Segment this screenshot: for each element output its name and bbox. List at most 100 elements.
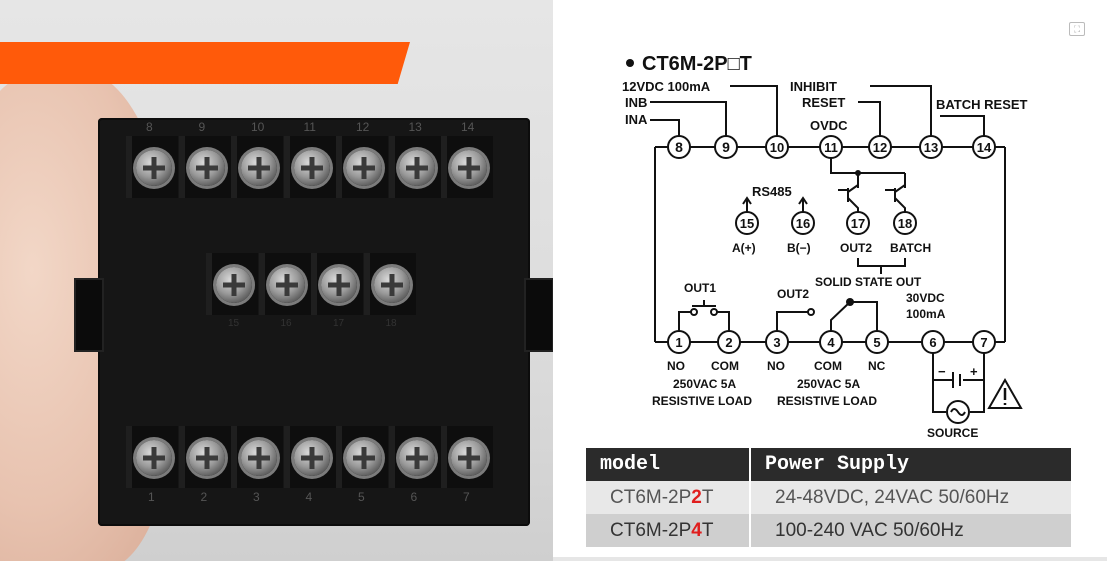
terminal: 18 [363,253,416,329]
label-com2: COM [814,359,842,373]
pin-2: 2 [725,335,732,350]
label-supply: 12VDC 100mA [622,79,711,94]
pin-7: 7 [980,335,987,350]
terminal-number: 15 [228,318,240,329]
label-com1: COM [711,359,739,373]
label-load2-line1: 250VAC 5A [797,377,860,391]
model-cell: CT6M-2P2T [586,481,751,514]
label-no2: NO [767,359,785,373]
model-power-table: model Power Supply CT6M-2P2T 24-48VDC, 2… [586,448,1073,547]
terminal: 7 [441,426,493,504]
label-plus: + [970,364,978,379]
terminal-block-device: 8 9 10 11 12 13 14 15 16 17 18 1 2 3 4 5… [74,118,553,526]
pin-10: 10 [770,140,784,155]
supply-leader [730,85,778,136]
screw-icon [268,267,305,303]
screw-icon [398,440,435,476]
terminal-number: 2 [200,490,208,504]
screw-icon [188,440,225,476]
pin-13: 13 [924,140,938,155]
label-batch-reset: BATCH RESET [936,97,1028,112]
model-suffix: T [701,519,714,541]
ssr-bracket [857,258,906,274]
pin-17: 17 [851,216,865,231]
terminal: 11 [283,120,336,198]
screw-icon [241,150,277,186]
screw-icon [293,150,330,186]
terminal-number: 7 [463,490,470,504]
terminal: 6 [388,426,441,504]
title-bullet-icon [626,59,634,67]
pin-1: 1 [675,335,682,350]
label-out1: OUT1 [684,281,716,295]
terminal-number: 6 [410,490,418,504]
terminal: 4 [283,426,336,504]
diagram-title: CT6M-2P□T [642,53,752,75]
terminal: 3 [231,426,283,504]
label-a-plus: A(+) [732,241,756,255]
screw-icon [321,267,357,303]
source-wires [932,353,985,413]
terminal-number: 17 [333,318,345,329]
terminal: 15 [206,253,258,329]
out2-contact-icon [776,301,878,331]
terminal-number: 8 [146,120,153,134]
terminal: 8 [126,120,178,198]
pin-9: 9 [722,139,730,155]
terminal: 13 [388,120,441,198]
pin-4: 4 [827,335,835,350]
header-model: model [586,448,751,481]
top-pins: 8 9 10 11 12 13 14 [667,135,996,159]
label-minus: − [938,364,946,379]
label-ovdc: OVDC [810,118,848,133]
label-nc: NC [868,359,886,373]
terminal: 14 [441,120,493,198]
model-prefix: CT6M-2P [610,486,692,508]
fullscreen-icon[interactable]: ⛶ [1069,22,1085,36]
out1-contact-icon [678,300,730,331]
device-side-clip [74,278,104,352]
bottom-terminal-row: 1 2 3 4 5 6 7 [126,426,494,504]
pin-8: 8 [675,139,683,155]
terminal-number: 4 [305,490,313,504]
screw-icon [293,440,330,476]
label-inhibit: INHIBIT [790,79,837,94]
pin-15: 15 [740,216,754,231]
inb-leader [650,101,727,136]
screw-icon [188,150,225,186]
sine-wave-icon [950,408,966,416]
label-no1: NO [667,359,685,373]
pin-16: 16 [796,216,810,231]
wiring-diagram: CT6M-2P□T 8 9 10 11 12 13 14 12VDC 100mA… [622,53,1028,440]
rs485-a-arrow-icon [742,196,752,212]
pin-18: 18 [898,216,912,231]
terminal-number: 9 [198,120,206,134]
supply-cell: 24-48VDC, 24VAC 50/60Hz [750,481,1073,514]
label-load1-line1: 250VAC 5A [673,377,736,391]
terminal-number: 10 [251,120,265,134]
pin-14: 14 [977,140,992,155]
screw-icon [451,440,487,476]
label-ina: INA [625,112,648,127]
header-power-supply: Power Supply [750,448,1073,481]
terminal: 17 [311,253,363,329]
terminal-number: 5 [358,490,365,504]
model-digit: 2 [691,486,702,508]
terminal: 12 [336,120,388,198]
batch-reset-leader [940,115,985,136]
middle-terminal-row: 15 16 17 18 [206,253,416,329]
terminal-number: 14 [461,120,475,134]
table-row: CT6M-2P2T 24-48VDC, 24VAC 50/60Hz [586,481,1073,514]
label-out2: OUT2 [777,287,809,301]
label-inb: INB [625,95,647,110]
out2-transistor-icon [847,173,859,216]
terminal-number: 18 [385,318,397,329]
screw-icon [136,150,172,186]
pin-3: 3 [773,335,780,350]
model-digit: 4 [691,519,702,541]
terminal: 2 [178,426,231,504]
ovdc-bus [830,158,905,174]
terminal-number: 3 [253,490,260,504]
screw-icon [346,440,382,476]
screw-icon [398,150,435,186]
